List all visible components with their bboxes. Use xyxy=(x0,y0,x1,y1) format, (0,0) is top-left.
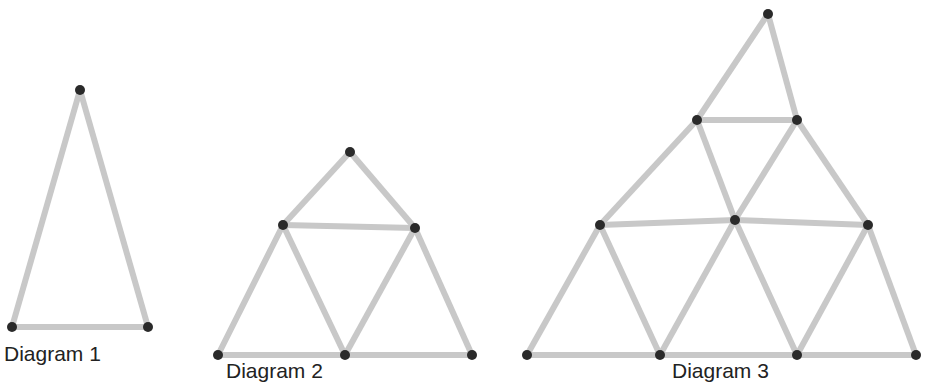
match-heads xyxy=(7,9,921,360)
diagram-caption: Diagram 2 xyxy=(226,360,323,381)
diagram-caption: Diagram 1 xyxy=(4,343,101,364)
matchsticks xyxy=(12,14,916,355)
diagram-caption: Diagram 3 xyxy=(672,360,769,381)
